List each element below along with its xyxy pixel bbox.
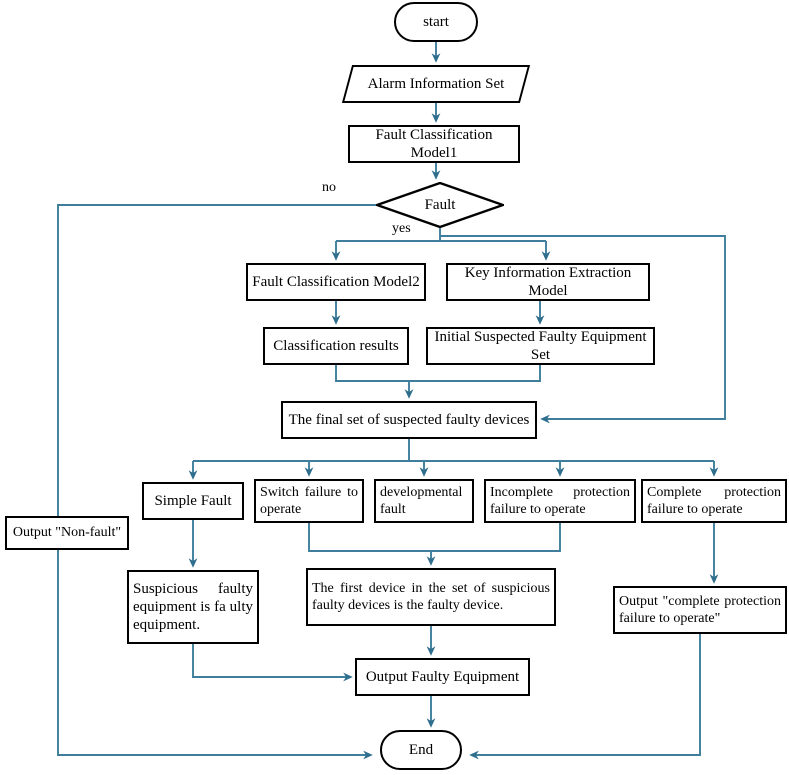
node-alarm[interactable]: Alarm Information Set xyxy=(341,65,531,103)
node-label-fault: Fault xyxy=(424,196,456,213)
node-label-developmental: developmental fault xyxy=(380,484,463,517)
node-label-model1: Fault Classification Model1 xyxy=(375,126,493,161)
node-label-switchfail: Switch failure to operate xyxy=(260,484,358,517)
node-model2[interactable]: Fault Classification Model2 xyxy=(246,263,426,301)
node-label-start: start xyxy=(423,13,449,30)
diamond-shape xyxy=(376,182,504,228)
node-label-incomplete: Incomplete protection failure to operate xyxy=(490,484,630,517)
node-label-keyinfo: Key Information Extraction Model xyxy=(464,264,632,299)
edge-label-no: no xyxy=(322,180,336,195)
edge-suspicious-to-outfaulty xyxy=(192,644,353,682)
node-label-suspicious: Suspicious faulty equipment is fa ulty e… xyxy=(133,580,253,634)
node-label-classresults: Classification results xyxy=(273,337,399,354)
node-incomplete[interactable]: Incomplete protection failure to operate xyxy=(484,479,636,523)
node-label-finalset: The final set of suspected faulty device… xyxy=(288,411,530,428)
node-label-initialset: Initial Suspected Faulty Equipment Set xyxy=(434,328,647,363)
node-label-end: End xyxy=(408,741,434,758)
node-keyinfo[interactable]: Key Information Extraction Model xyxy=(446,263,650,301)
node-firstdevice[interactable]: The first device in the set of suspiciou… xyxy=(306,568,556,626)
node-label-outcomplete: Output "complete protection failure to o… xyxy=(619,593,781,626)
node-classresults[interactable]: Classification results xyxy=(263,327,409,365)
node-switchfail[interactable]: Switch failure to operate xyxy=(254,479,364,523)
node-label-model2: Fault Classification Model2 xyxy=(252,273,420,290)
node-label-alarm: Alarm Information Set xyxy=(367,75,505,92)
node-model1[interactable]: Fault Classification Model1 xyxy=(348,125,520,163)
node-label-simple: Simple Fault xyxy=(154,492,232,509)
node-simple[interactable]: Simple Fault xyxy=(142,482,244,520)
node-finalset[interactable]: The final set of suspected faulty device… xyxy=(281,401,537,439)
node-label-firstdevice: The first device in the set of suspiciou… xyxy=(312,580,550,613)
node-label-nonfault: Output "Non-fault" xyxy=(12,525,122,541)
node-fault[interactable]: Fault xyxy=(376,182,504,228)
node-outcomplete[interactable]: Output "complete protection failure to o… xyxy=(613,586,787,634)
node-label-complete: Complete protection failure to operate xyxy=(647,484,781,517)
node-outfaulty[interactable]: Output Faulty Equipment xyxy=(355,658,530,696)
node-label-outfaulty: Output Faulty Equipment xyxy=(365,668,520,685)
edge-merge-bar xyxy=(335,365,541,382)
node-developmental[interactable]: developmental fault xyxy=(374,479,474,523)
node-nonfault[interactable]: Output "Non-fault" xyxy=(5,516,129,550)
edge-label-yes: yes xyxy=(392,221,411,236)
node-suspicious[interactable]: Suspicious faulty equipment is fa ulty e… xyxy=(127,570,259,644)
node-end[interactable]: End xyxy=(380,730,462,770)
node-start[interactable]: start xyxy=(394,2,478,42)
node-complete[interactable]: Complete protection failure to operate xyxy=(641,479,787,523)
edge-mid-merge-left xyxy=(308,523,561,552)
node-initialset[interactable]: Initial Suspected Faulty Equipment Set xyxy=(426,327,655,365)
